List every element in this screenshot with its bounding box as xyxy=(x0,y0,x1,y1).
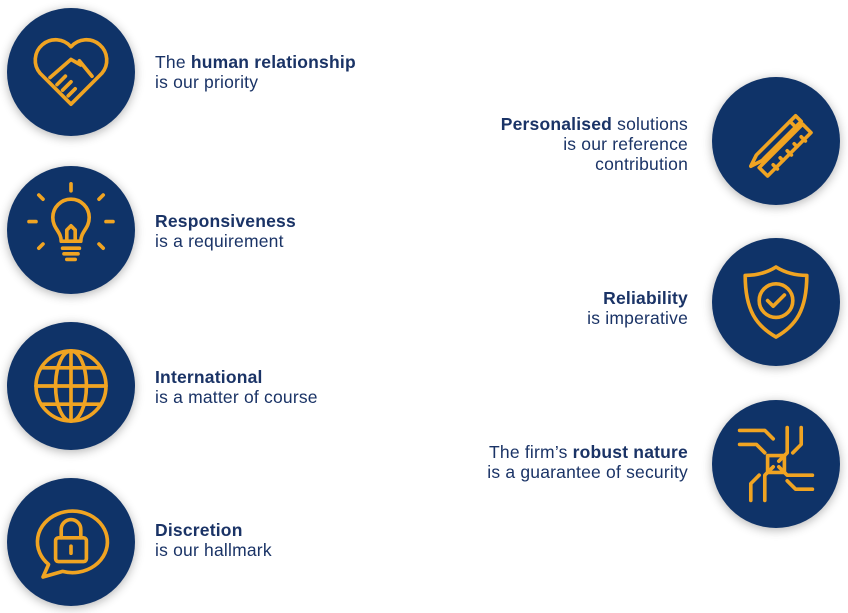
value-circle-responsiveness xyxy=(7,166,135,294)
value-label-personalised: Personalised solutions is our reference … xyxy=(500,114,688,174)
value-label-human-relationship: The human relationship is our priority xyxy=(155,52,356,92)
speech-bubble-lock-icon xyxy=(35,509,110,579)
pencil-ruler-icon xyxy=(748,113,813,178)
value-circle-robust-nature xyxy=(712,400,840,528)
value-label-responsiveness: Responsiveness is a requirement xyxy=(155,211,296,251)
value-circle-international xyxy=(7,322,135,450)
lightbulb-icon xyxy=(27,181,115,262)
value-label-robust-nature: The firm’s robust nature is a guarantee … xyxy=(487,442,688,482)
value-circle-discretion xyxy=(7,478,135,606)
value-circle-reliability xyxy=(712,238,840,366)
value-circle-human-relationship xyxy=(7,8,135,136)
value-label-discretion: Discretion is our hallmark xyxy=(155,520,272,560)
globe-icon xyxy=(34,349,108,423)
value-label-international: International is a matter of course xyxy=(155,367,318,407)
handshake-heart-icon xyxy=(33,37,109,107)
value-circle-personalised xyxy=(712,77,840,205)
value-label-reliability: Reliability is imperative xyxy=(587,288,688,328)
shield-check-icon xyxy=(743,265,809,339)
joined-hands-icon xyxy=(737,425,815,503)
